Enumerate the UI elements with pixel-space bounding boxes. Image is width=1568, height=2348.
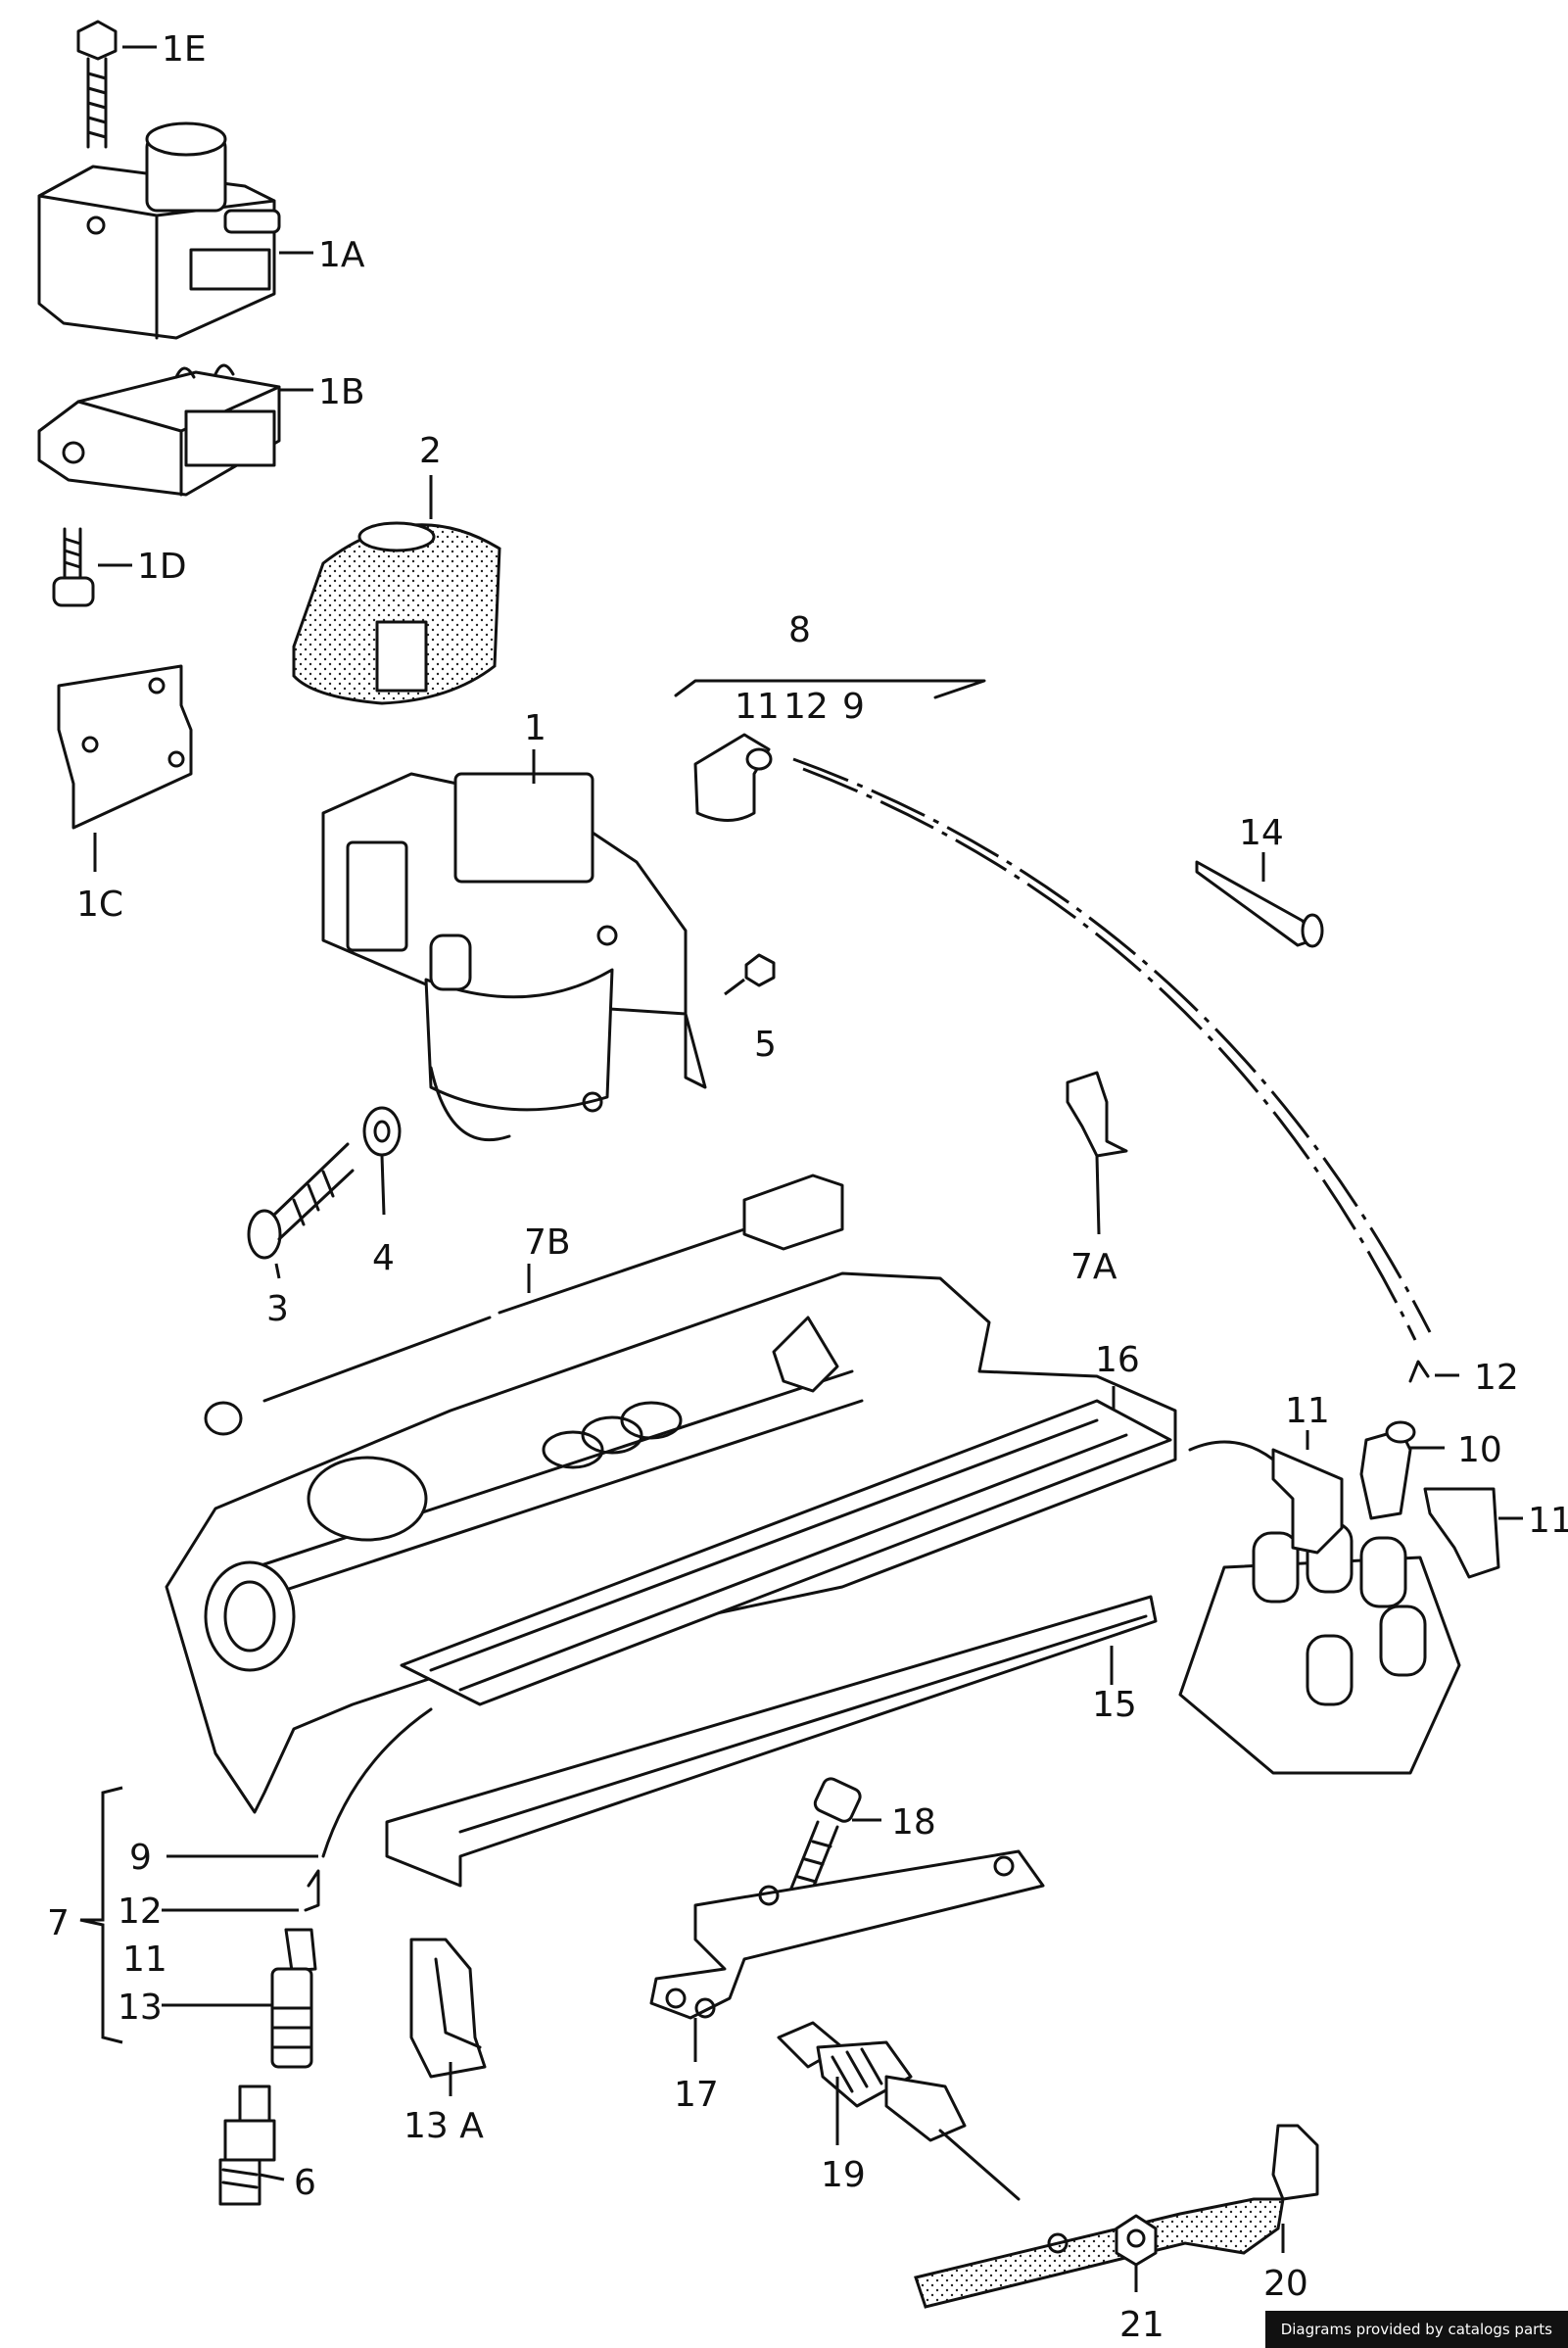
callout-1e: 1E: [162, 29, 207, 70]
callout-9-left: 9: [129, 1838, 152, 1878]
callout-7a: 7A: [1070, 1247, 1117, 1287]
ignition-coil-1a: [37, 121, 281, 340]
callout-12-right: 12: [1474, 1358, 1519, 1398]
callout-4: 4: [372, 1238, 395, 1278]
callout-12-top: 12: [784, 687, 829, 727]
callout-1a: 1A: [318, 235, 365, 275]
nut-5: [744, 953, 776, 987]
callout-13a: 13 A: [404, 2106, 484, 2146]
screw-18: [786, 1777, 862, 1902]
cover-cap-2: [292, 521, 501, 705]
callout-11-far-right: 11: [1528, 1501, 1568, 1541]
bracket-1c: [57, 664, 193, 830]
callout-11-top: 11: [735, 687, 780, 727]
callout-17: 17: [674, 2075, 719, 2115]
callout-labels: 1E 1A 1B 1D 1C 2 1 8 11 12 9 14 5 4 3 7B…: [47, 29, 1568, 2345]
screw-1d: [52, 527, 95, 607]
clip-7a: [1066, 1071, 1128, 1158]
distributor-cap: [1178, 1521, 1461, 1775]
callout-5: 5: [754, 1025, 777, 1065]
nut-21: [1115, 2214, 1158, 2267]
callout-1c: 1C: [76, 885, 123, 925]
callout-8: 8: [788, 610, 811, 650]
callout-12-left: 12: [118, 1892, 163, 1932]
bracket-17: [649, 1849, 1045, 2020]
control-module-1b: [37, 363, 281, 497]
lower-left-parts: [270, 1707, 433, 2069]
glow-plug-19: [777, 2021, 1021, 2201]
footer-credit: Diagrams provided by catalogs parts: [1264, 2311, 1568, 2348]
callout-13: 13: [118, 1988, 163, 2028]
engine-cover: [165, 1271, 1177, 1814]
callout-7b: 7B: [524, 1222, 571, 1263]
callout-20: 20: [1263, 2264, 1308, 2304]
bolt-1e: [76, 20, 118, 149]
callout-3: 3: [266, 1289, 289, 1329]
callout-15: 15: [1092, 1685, 1137, 1725]
spark-plug-6: [218, 2084, 276, 2206]
callout-1b: 1B: [318, 372, 365, 412]
callout-7: 7: [47, 1903, 70, 1943]
callout-9-top: 9: [842, 687, 865, 727]
leader-lines: [79, 45, 1523, 2292]
callout-18: 18: [891, 1802, 936, 1843]
callout-1: 1: [524, 708, 546, 748]
bus-strap-20: [914, 2124, 1319, 2309]
callout-6: 6: [294, 2163, 316, 2203]
ignition-lead-8: [674, 679, 1432, 1341]
connectors-distributor: [1188, 1360, 1500, 1579]
bolt-3: [247, 1142, 355, 1260]
callout-11-left: 11: [122, 1940, 167, 1980]
callout-14: 14: [1239, 813, 1284, 853]
callout-2: 2: [419, 431, 442, 471]
sensor-lead-7b: [204, 1174, 844, 1436]
callout-16: 16: [1095, 1340, 1140, 1380]
callout-10: 10: [1457, 1430, 1502, 1470]
callout-1d: 1D: [137, 547, 187, 587]
callout-21: 21: [1119, 2305, 1164, 2345]
callout-19: 19: [821, 2155, 866, 2195]
callout-11-right: 11: [1285, 1391, 1330, 1431]
clip-13a: [409, 1938, 487, 2079]
ignition-unit-1: [321, 772, 707, 1142]
washer-4: [362, 1106, 402, 1157]
cable-tie-14: [1195, 860, 1324, 948]
gasket-15: [385, 1595, 1158, 1888]
gasket-16: [400, 1399, 1172, 1706]
